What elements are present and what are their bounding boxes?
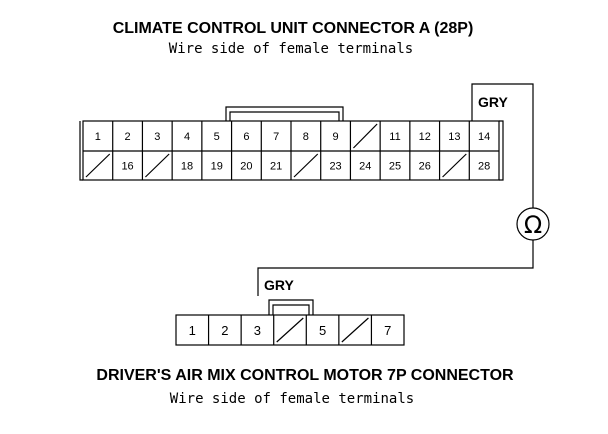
wire-lower: [257, 240, 534, 296]
connector-a-pin-7: 7: [273, 131, 279, 143]
connector-a-pin-4: 4: [184, 131, 190, 143]
connector-a-pin-19: 19: [211, 161, 223, 173]
connector-b-pin-7: 7: [384, 323, 391, 338]
connector-a-pin-21: 21: [270, 161, 282, 173]
connector-a-latch: [225, 106, 344, 121]
connector-a-pin-8: 8: [303, 131, 309, 143]
connector-a-pin-2: 2: [125, 131, 131, 143]
connector-a-title: CLIMATE CONTROL UNIT CONNECTOR A (28P): [113, 20, 474, 37]
ohmmeter-icon: Ω: [516, 207, 550, 241]
connector-a-pin-5: 5: [214, 131, 220, 143]
connector-a-pin-25: 25: [389, 161, 401, 173]
connector-b-pin-1: 1: [189, 323, 196, 338]
connector-b-cells: 1 2 3 5 7: [189, 315, 391, 345]
connector-a-left-edge: [79, 121, 83, 181]
connector-a-subtitle: Wire side of female terminals: [169, 41, 413, 57]
ohm-symbol: Ω: [524, 211, 542, 239]
connector-a-pin-6: 6: [243, 131, 249, 143]
connector-a-pin-9: 9: [333, 131, 339, 143]
connector-a-pin-16: 16: [121, 161, 133, 173]
connector-b: 1 2 3 5 7: [175, 299, 405, 346]
connector-a-latch-inner: [229, 111, 340, 121]
connector-b-title: DRIVER'S AIR MIX CONTROL MOTOR 7P CONNEC…: [96, 367, 514, 384]
connector-b-pin-3: 3: [254, 323, 261, 338]
connector-a-pin-24: 24: [359, 161, 371, 173]
connector-a-pin-11: 11: [389, 131, 400, 143]
connector-b-body: [175, 314, 405, 346]
connector-a-right-edge: [499, 120, 504, 181]
connector-a-empty-cavity: [85, 153, 111, 178]
connector-a-pin-20: 20: [240, 161, 252, 173]
connector-b-latch: [268, 299, 314, 315]
wire-upper: [471, 83, 534, 208]
connector-a-pin-23: 23: [329, 161, 341, 173]
connector-a-pin-18: 18: [181, 161, 193, 173]
connector-a-pin-28: 28: [478, 161, 490, 173]
connector-b-empty-cavity: [276, 317, 304, 343]
connector-a-empty-cavity: [442, 153, 467, 178]
connector-b-empty-cavity: [341, 317, 369, 343]
connector-b-pin-2: 2: [221, 323, 228, 338]
connector-a-empty-cavity: [145, 153, 170, 178]
connector-a-pin-12: 12: [419, 131, 431, 143]
connector-b-latch-inner: [272, 304, 310, 315]
connector-a-empty-cavity: [353, 123, 378, 149]
wire-label-bottom: GRY: [264, 277, 294, 293]
connector-a-pin-1: 1: [95, 131, 101, 143]
connector-a-pin-26: 26: [419, 161, 431, 173]
connector-a-pin-3: 3: [154, 131, 160, 143]
connector-b-pin-5: 5: [319, 323, 326, 338]
connector-a-pin-13: 13: [448, 131, 460, 143]
connector-a-pin-14: 14: [478, 131, 490, 143]
ohmmeter-circle: [516, 207, 550, 241]
connector-b-subtitle: Wire side of female terminals: [170, 391, 414, 407]
wire-label-top: GRY: [478, 94, 508, 110]
connector-a-empty-cavity: [293, 153, 319, 178]
